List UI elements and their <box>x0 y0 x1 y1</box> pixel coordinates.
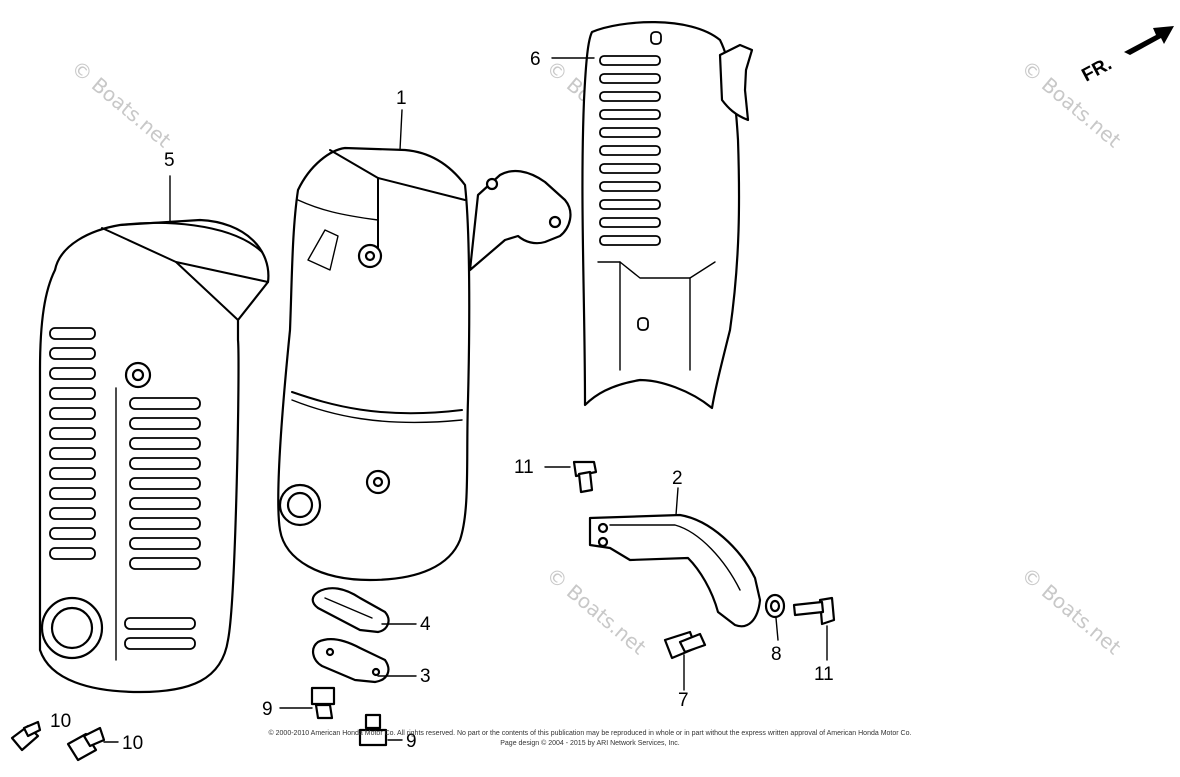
copyright-line-1: © 2000-2010 American Honda Motor Co. All… <box>269 729 912 737</box>
callout-labels: 1 2 3 4 5 6 7 8 9 9 10 10 11 11 <box>50 49 834 754</box>
callout-11-lower: 11 <box>814 664 834 685</box>
copyright-line-2: Page design © 2004 - 2015 by ARI Network… <box>500 739 680 747</box>
front-label: FR. <box>1078 54 1115 87</box>
callout-7: 7 <box>678 690 689 711</box>
washer-8 <box>764 593 786 619</box>
part-1-muffler <box>277 146 572 582</box>
bolt-11-lower <box>792 596 836 626</box>
front-arrow-icon <box>1124 26 1174 55</box>
callout-1: 1 <box>396 88 407 109</box>
part-5-muffler-protector <box>38 218 270 694</box>
part-3-plate <box>312 638 390 684</box>
screw-9-right <box>358 713 388 747</box>
callout-9-left: 9 <box>262 699 273 720</box>
callout-6: 6 <box>530 49 541 70</box>
callout-2: 2 <box>672 468 683 489</box>
copyright-notice: © 2000-2010 American Honda Motor Co. All… <box>269 729 912 747</box>
protector-6-vent-slots <box>599 55 661 246</box>
callout-9-right: 9 <box>406 731 417 752</box>
protector-5-vent-slots-right <box>124 397 201 650</box>
callout-5: 5 <box>164 150 175 171</box>
part-2-muffler-stay <box>588 513 762 628</box>
bolt-11-upper <box>572 460 598 494</box>
callout-10-right: 10 <box>122 733 143 754</box>
screw-9-left <box>310 686 336 720</box>
bolt-10-left <box>10 720 42 752</box>
callout-8: 8 <box>771 644 782 665</box>
front-direction-indicator: FR. <box>1078 26 1174 86</box>
bolt-7 <box>663 630 707 660</box>
part-4-gasket <box>311 587 390 634</box>
part-6-inner-protector <box>581 21 754 410</box>
watermark-top-left: © Boats.net <box>67 55 176 152</box>
watermark-bottom-middle: © Boats.net <box>542 562 651 659</box>
watermark-bottom-right: © Boats.net <box>1017 562 1126 659</box>
protector-5-vent-slots-left <box>49 327 96 560</box>
callout-leaders <box>103 57 828 743</box>
bolt-10-right <box>66 726 106 762</box>
callout-11-upper: 11 <box>514 457 534 478</box>
callout-3: 3 <box>420 666 431 687</box>
callout-4: 4 <box>420 614 431 635</box>
callout-10-left: 10 <box>50 711 71 732</box>
